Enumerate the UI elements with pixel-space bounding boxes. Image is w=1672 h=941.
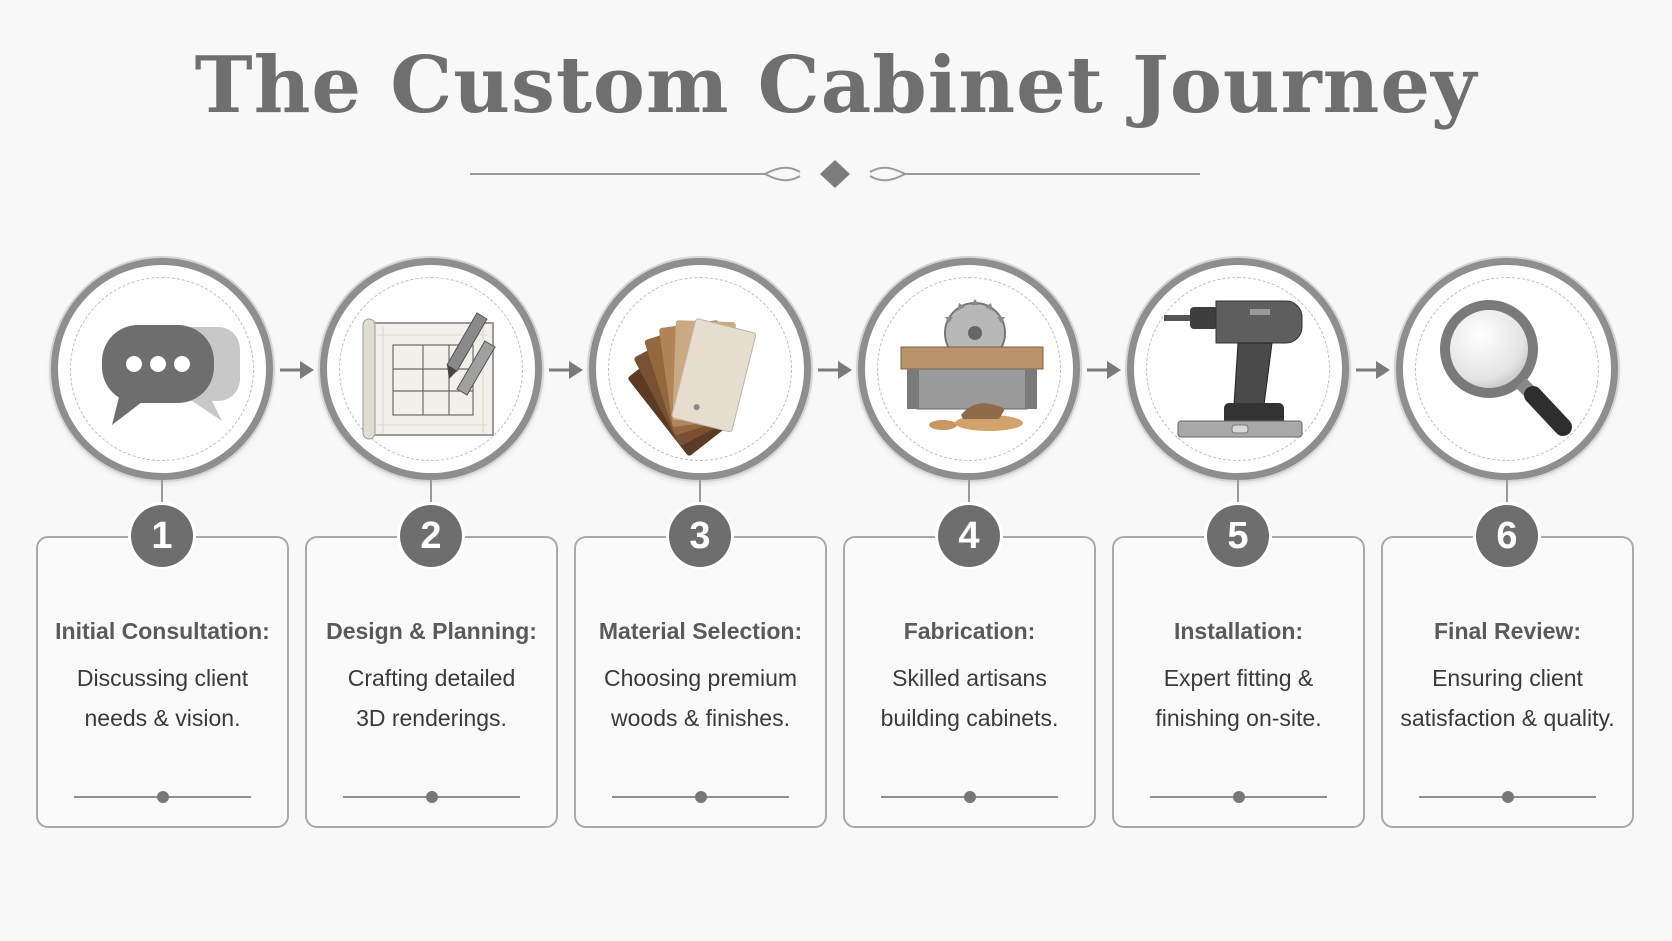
step-title: Fabrication: — [903, 618, 1036, 644]
title-divider — [470, 160, 1200, 188]
power-drill-icon — [1164, 300, 1303, 438]
step-number-badge: 4 — [938, 505, 1000, 567]
arrow-right-icon — [280, 361, 314, 379]
step-4-circle — [858, 258, 1080, 480]
step-connector — [699, 480, 701, 510]
arrow-right-icon — [549, 361, 583, 379]
step-6-circle — [1396, 258, 1618, 480]
table-saw-icon — [900, 299, 1044, 431]
page-title: The Custom Cabinet Journey — [194, 40, 1478, 131]
step-title: Installation: — [1173, 618, 1304, 644]
step-title: Design & Planning: — [326, 618, 537, 644]
card-divider-dot — [694, 791, 707, 803]
step-number-badge: 1 — [131, 505, 193, 567]
step-1-circle — [51, 258, 273, 480]
step-number-badge: 6 — [1476, 505, 1538, 567]
card-divider-dot — [1501, 791, 1514, 803]
step-number-badge: 5 — [1207, 505, 1269, 567]
card-divider-dot — [1232, 791, 1245, 803]
card-divider-dot — [156, 791, 169, 803]
step-5-circle — [1127, 258, 1349, 480]
step-connector — [1506, 480, 1508, 510]
step-title: Final Review: — [1434, 618, 1581, 644]
step-connector — [161, 480, 163, 510]
step-title: Initial Consultation: — [55, 618, 270, 644]
wood-swatches-icon — [628, 318, 757, 456]
step-description: Expert fitting &finishing on-site. — [1155, 665, 1322, 731]
step-3-circle — [589, 258, 811, 480]
step-connector — [968, 480, 970, 510]
arrow-right-icon — [1087, 361, 1121, 379]
arrow-right-icon — [818, 361, 852, 379]
card-divider-dot — [425, 791, 438, 803]
card-divider-dot — [963, 791, 976, 803]
step-2-circle — [320, 258, 542, 480]
magnifying-glass-icon — [1440, 300, 1572, 436]
step-5-card: Installation: Expert fitting &finishing … — [1112, 536, 1365, 828]
step-number-badge: 3 — [669, 505, 731, 567]
step-connector — [430, 480, 432, 510]
step-title: Material Selection: — [598, 618, 803, 644]
speech-bubbles-icon — [102, 325, 240, 425]
step-connector — [1237, 480, 1239, 510]
arrow-right-icon — [1356, 361, 1390, 379]
step-number-badge: 2 — [400, 505, 462, 567]
blueprint-icon — [362, 312, 496, 440]
